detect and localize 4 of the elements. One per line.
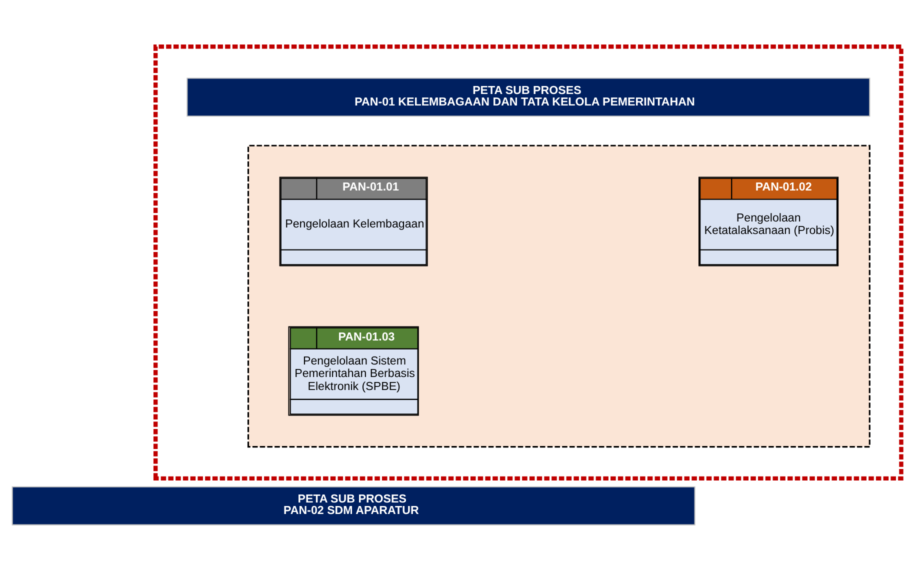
node-box: PETA SUB PROSES PAN-02 SDM APARATUR <box>12 486 696 525</box>
node-box: PETA SUB PROSES PAN-01 KELEMBAGAAN DAN TATA KELOLA PEMERINTAHAN <box>186 77 870 116</box>
cluster <box>153 44 904 480</box>
cluster <box>247 144 870 448</box>
